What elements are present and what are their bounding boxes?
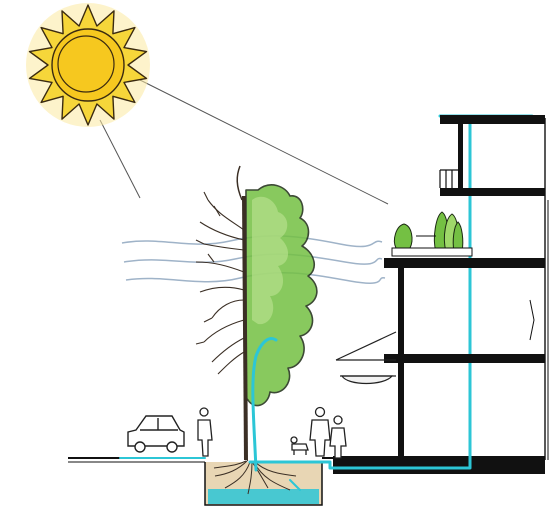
water-reservoir: [208, 489, 319, 504]
floor-slab-1: [384, 354, 545, 363]
tree-trunk: [242, 196, 248, 460]
car-icon: [127, 415, 185, 453]
person-icon: [309, 406, 331, 457]
floor-slab-3: [440, 188, 545, 196]
sun-ray-right: [139, 79, 389, 205]
sun-rays: [99, 79, 389, 205]
planter-icon: [391, 211, 473, 257]
sun-ray-left: [99, 119, 141, 199]
facade-column: [398, 262, 404, 456]
foundation-slab: [333, 456, 545, 474]
roof-slab: [440, 115, 545, 124]
tree-pit: [204, 459, 323, 506]
building-section-icon: [335, 115, 549, 460]
water-pipe-main: [248, 114, 472, 470]
sun-icon: [26, 3, 150, 127]
person-icon: [197, 407, 213, 457]
floor-slab-2: [384, 258, 545, 268]
tree-branches: [195, 191, 245, 375]
tree-icon: [195, 165, 318, 460]
person-icon: [329, 415, 347, 459]
dog-icon: [290, 436, 309, 455]
awning-icon: [335, 331, 397, 385]
balcony-railing: [439, 169, 460, 188]
pedestrians-group: [290, 406, 347, 459]
water-uptake: [251, 337, 278, 472]
